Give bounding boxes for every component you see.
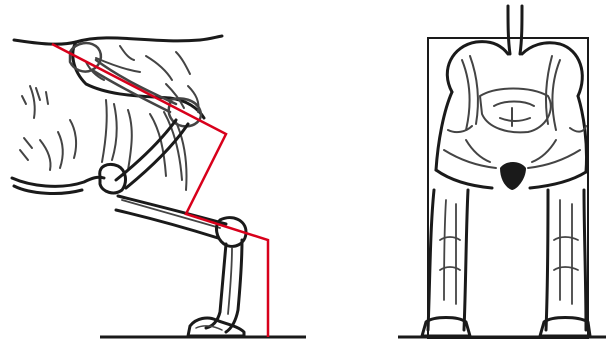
rear-right-leg [540, 190, 590, 336]
rear-pelvis-sketch [444, 56, 586, 168]
red-alignment-guide-line [52, 44, 268, 337]
pastern-and-hoof [188, 240, 244, 336]
cannon-bone [116, 196, 246, 246]
tail [508, 6, 522, 54]
rear-view-bounding-box [428, 38, 588, 338]
side-view-panel [12, 36, 306, 337]
rear-view-panel [398, 6, 606, 338]
rear-left-leg [422, 190, 470, 336]
rear-dark-patch [500, 162, 526, 190]
